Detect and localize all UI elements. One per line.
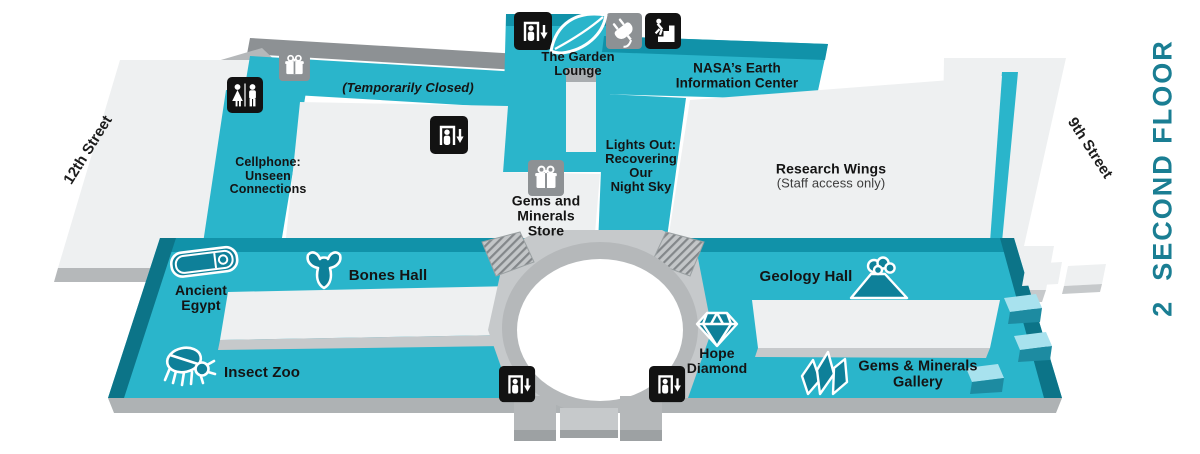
label-insect-zoo: Insect Zoo — [223, 363, 301, 381]
research-wings-title: Research Wings — [775, 160, 887, 177]
label-gems-store: Gems and Minerals Store — [511, 192, 581, 239]
label-lights-out: Lights Out: Recovering Our Night Sky — [605, 136, 677, 195]
label-bones-hall: Bones Hall — [348, 266, 428, 284]
beetle-icon — [163, 346, 217, 387]
corridor-lights-out — [598, 94, 686, 245]
label-temporarily-closed: (Temporarily Closed) — [342, 79, 474, 95]
label-hope-diamond: Hope Diamond — [686, 344, 748, 376]
elevator-down-icon — [497, 364, 537, 404]
partition-blocks — [966, 262, 1106, 394]
label-gems-gallery: Gems & Minerals Gallery — [858, 358, 978, 390]
leaf-icon — [549, 12, 608, 55]
hall-research-floor — [668, 76, 1002, 242]
elevator-down-icon — [512, 10, 554, 52]
elevator-down-icon — [647, 364, 687, 404]
volcano-icon — [849, 256, 909, 300]
geology-hall-strip — [752, 300, 1000, 358]
hall-temporarily-closed-band — [244, 56, 520, 108]
bones-hall-strip — [218, 286, 512, 350]
store-floor — [497, 68, 600, 245]
hall-temporarily-closed-floor — [286, 102, 508, 240]
crystals-icon — [800, 350, 849, 396]
bison-skull-icon — [306, 251, 342, 290]
research-wings-subtitle: (Staff access only) — [776, 175, 886, 191]
label-geology-hall: Geology Hall — [759, 267, 853, 285]
label-cellphone: Cellphone: Unseen Connections — [229, 154, 307, 196]
store-icon — [527, 159, 565, 197]
charging-station-icon — [606, 13, 642, 49]
floor-indicator: 2 SECOND FLOOR — [1147, 39, 1178, 317]
stairs-icon — [645, 13, 681, 49]
sarcophagus-icon — [169, 245, 239, 278]
label-nasa: NASA’s Earth Information Center — [675, 60, 799, 90]
label-ancient-egypt: Ancient Egypt — [174, 281, 228, 313]
elevator-down-icon — [428, 114, 470, 156]
corridor-cellphone — [202, 90, 306, 250]
label-research-wings: Research Wings (Staff access only) — [776, 146, 886, 205]
store-icon — [278, 49, 311, 82]
restroom-icon — [227, 77, 263, 113]
diamond-icon — [695, 311, 739, 348]
label-garden-lounge: The Garden Lounge — [541, 48, 615, 78]
